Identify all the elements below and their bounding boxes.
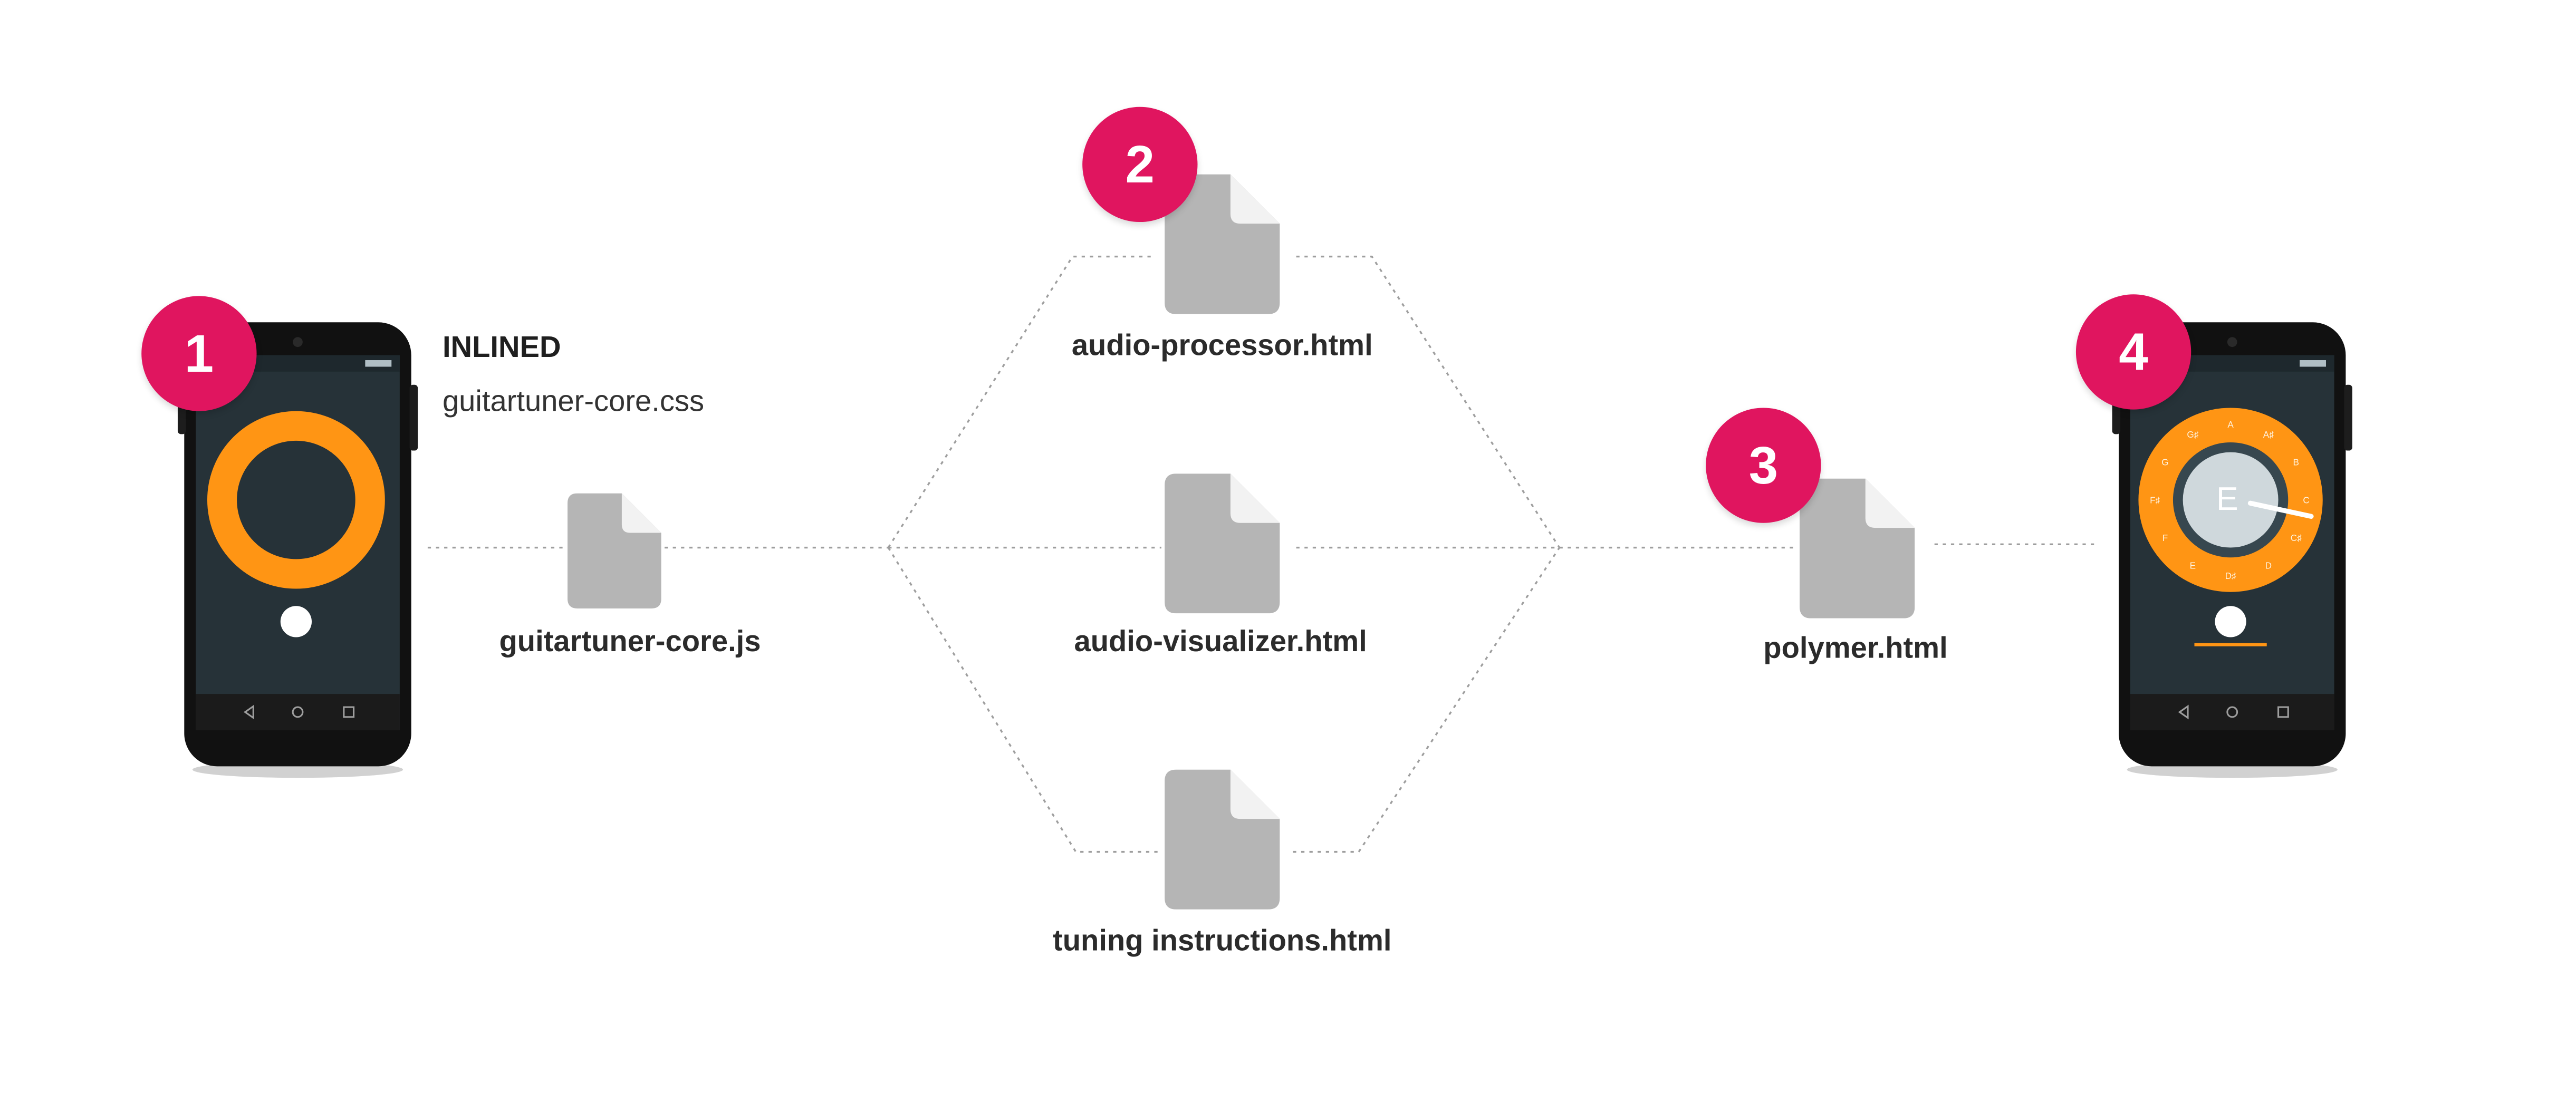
dial-note-label: E <box>2190 560 2196 571</box>
file-label-core-js: guitartuner-core.js <box>499 625 761 658</box>
file-label-polymer: polymer.html <box>1763 631 1948 664</box>
step-badge-4: 4 <box>2075 294 2191 410</box>
dial-note-label: F♯ <box>2150 495 2160 505</box>
file-label-tuning-instructions: tuning instructions.html <box>1053 924 1392 958</box>
dial-note-label: C♯ <box>2291 533 2302 543</box>
connector-lower-branch <box>887 547 1158 853</box>
dial-note-label: C <box>2303 495 2309 505</box>
dial-note-label: B <box>2293 457 2299 468</box>
file-icon-polymer <box>1799 478 1915 618</box>
dial-note-label: A <box>2227 419 2234 430</box>
dial-note-label: A♯ <box>2263 429 2274 440</box>
dial-note-label: D♯ <box>2225 571 2236 581</box>
phone-final-screen: A A♯ B C C♯ D D♯ E F F♯ G G♯ E <box>2112 322 2352 778</box>
file-label-audio-visualizer: audio-visualizer.html <box>1074 625 1367 658</box>
connector-upper-branch-out <box>1296 255 1561 548</box>
step-badge-2: 2 <box>1082 107 1198 223</box>
file-icon-audio-processor <box>1165 174 1280 314</box>
connector-upper-branch <box>887 255 1155 548</box>
step-badge-3: 3 <box>1706 408 1821 523</box>
inlined-heading: INLINED <box>442 330 561 364</box>
dial-note-label: G♯ <box>2187 429 2198 440</box>
dial-note-label: D <box>2265 560 2272 571</box>
connector-lower-branch-out <box>1293 547 1561 853</box>
phone-initial-screen <box>177 322 418 778</box>
file-icon-core-js <box>567 493 661 608</box>
inlined-css-file-label: guitartuner-core.css <box>442 384 705 418</box>
dial-note-letter: E <box>2216 481 2238 517</box>
file-icon-audio-visualizer <box>1165 473 1280 614</box>
dial-note-label: F <box>2162 533 2168 543</box>
step-badge-1: 1 <box>141 296 257 411</box>
file-icon-tuning-instructions <box>1165 769 1280 910</box>
file-label-audio-processor: audio-processor.html <box>1071 328 1373 362</box>
dial-note-label: G <box>2161 457 2168 468</box>
